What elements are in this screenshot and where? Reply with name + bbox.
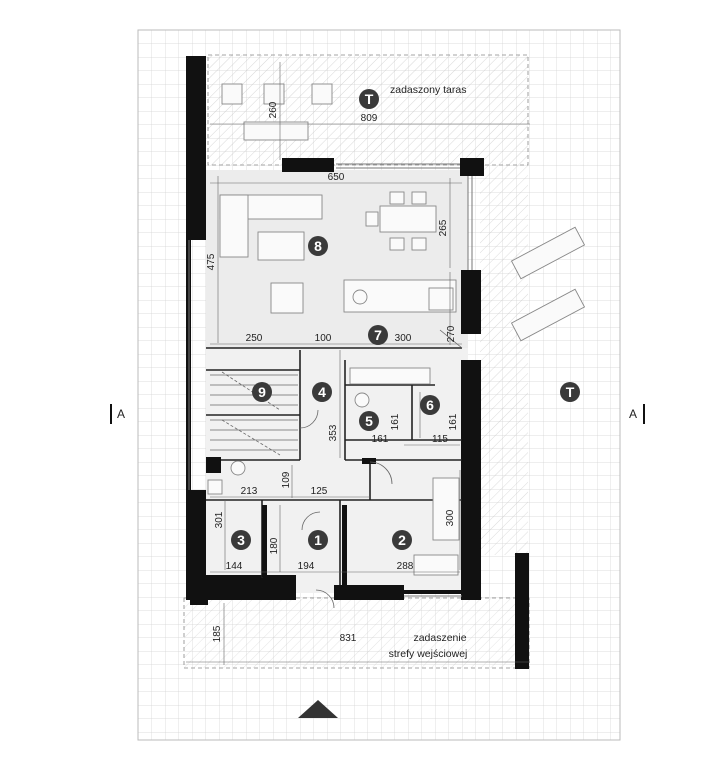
coffee-table bbox=[257, 231, 305, 261]
desk bbox=[413, 554, 459, 576]
bathtub bbox=[349, 367, 431, 385]
side-terrace-badge: T bbox=[560, 382, 580, 402]
room-badge-8: 8 bbox=[308, 236, 328, 256]
room-badge-4: 4 bbox=[312, 382, 332, 402]
terrace-outline bbox=[207, 54, 529, 166]
dim-corridor-b: 109 bbox=[281, 471, 292, 488]
svg-text:9: 9 bbox=[258, 384, 266, 400]
entrance-arrow-icon bbox=[298, 700, 338, 718]
svg-text:4: 4 bbox=[318, 384, 326, 400]
dim-entrance-depth: 185 bbox=[212, 625, 223, 642]
ground-floor bbox=[206, 348, 468, 593]
dim-wc-height: 161 bbox=[448, 413, 459, 430]
dim-dining-depth: 265 bbox=[438, 219, 449, 236]
dimension-lines bbox=[186, 62, 530, 665]
svg-text:5: 5 bbox=[365, 413, 373, 429]
terrace-badge: T bbox=[359, 89, 379, 109]
svg-text:T: T bbox=[365, 91, 374, 107]
room-badge-6: 6 bbox=[420, 395, 440, 415]
svg-text:3: 3 bbox=[237, 532, 245, 548]
dim-wc-width: 115 bbox=[432, 434, 448, 445]
room-badge-7: 7 bbox=[368, 325, 388, 345]
dim-kitchen-depth: 270 bbox=[446, 325, 457, 342]
terrace-label: zadaszony taras bbox=[390, 84, 466, 96]
dim-hall-c: 300 bbox=[395, 333, 412, 344]
dim-room3-height: 301 bbox=[214, 511, 225, 528]
room-badge-5: 5 bbox=[359, 411, 379, 431]
dim-terrace-depth: 260 bbox=[268, 101, 279, 118]
room-badge-1: 1 bbox=[308, 530, 328, 550]
glazing bbox=[188, 163, 473, 597]
entrance-label-line2: strefy wejściowej bbox=[389, 648, 468, 660]
wall-fills bbox=[198, 457, 376, 585]
room-badge-3: 3 bbox=[231, 530, 251, 550]
terrace-table bbox=[243, 121, 309, 141]
dim-living-depth: 475 bbox=[206, 253, 217, 270]
door-swings bbox=[299, 329, 463, 609]
dim-entrance-width: 831 bbox=[340, 633, 357, 644]
svg-text:2: 2 bbox=[398, 532, 406, 548]
dim-terrace-width: 809 bbox=[361, 113, 378, 124]
entrance-label-line1: zadaszenie bbox=[413, 632, 466, 644]
dim-room1-width: 194 bbox=[298, 561, 315, 572]
room-badge-9: 9 bbox=[252, 382, 272, 402]
dim-bath-width: 161 bbox=[372, 434, 389, 445]
dim-room1-height: 180 bbox=[269, 537, 280, 554]
dim-hall-depth: 353 bbox=[328, 424, 339, 441]
dim-living-width: 650 bbox=[328, 172, 345, 183]
svg-text:8: 8 bbox=[314, 238, 322, 254]
svg-text:1: 1 bbox=[314, 532, 322, 548]
bed bbox=[432, 477, 460, 541]
svg-text:A: A bbox=[629, 407, 637, 421]
dim-room3-width: 144 bbox=[226, 561, 243, 572]
svg-text:T: T bbox=[566, 384, 575, 400]
room-badge-2: 2 bbox=[392, 530, 412, 550]
dining-table bbox=[379, 205, 437, 233]
sun-loungers bbox=[510, 226, 586, 342]
dim-hall-b: 100 bbox=[315, 333, 332, 344]
svg-text:7: 7 bbox=[374, 327, 382, 343]
svg-text:6: 6 bbox=[426, 397, 434, 413]
armchair bbox=[270, 282, 304, 314]
side-terrace-area bbox=[480, 165, 528, 555]
dim-corridor-a: 213 bbox=[241, 486, 258, 497]
terrace-area bbox=[208, 55, 528, 165]
dim-bath-height: 161 bbox=[390, 413, 401, 430]
section-mark-left: A bbox=[110, 404, 125, 424]
svg-text:A: A bbox=[117, 407, 125, 421]
dim-corridor-c: 125 bbox=[311, 486, 328, 497]
dim-room2-width: 288 bbox=[397, 561, 414, 572]
dim-hall-a: 250 bbox=[246, 333, 263, 344]
sofa-chaise bbox=[219, 194, 249, 258]
section-mark-right: A bbox=[629, 404, 645, 424]
dim-room2-height: 300 bbox=[445, 509, 456, 526]
furniture bbox=[207, 83, 460, 576]
entrance-canopy-area bbox=[184, 598, 529, 668]
